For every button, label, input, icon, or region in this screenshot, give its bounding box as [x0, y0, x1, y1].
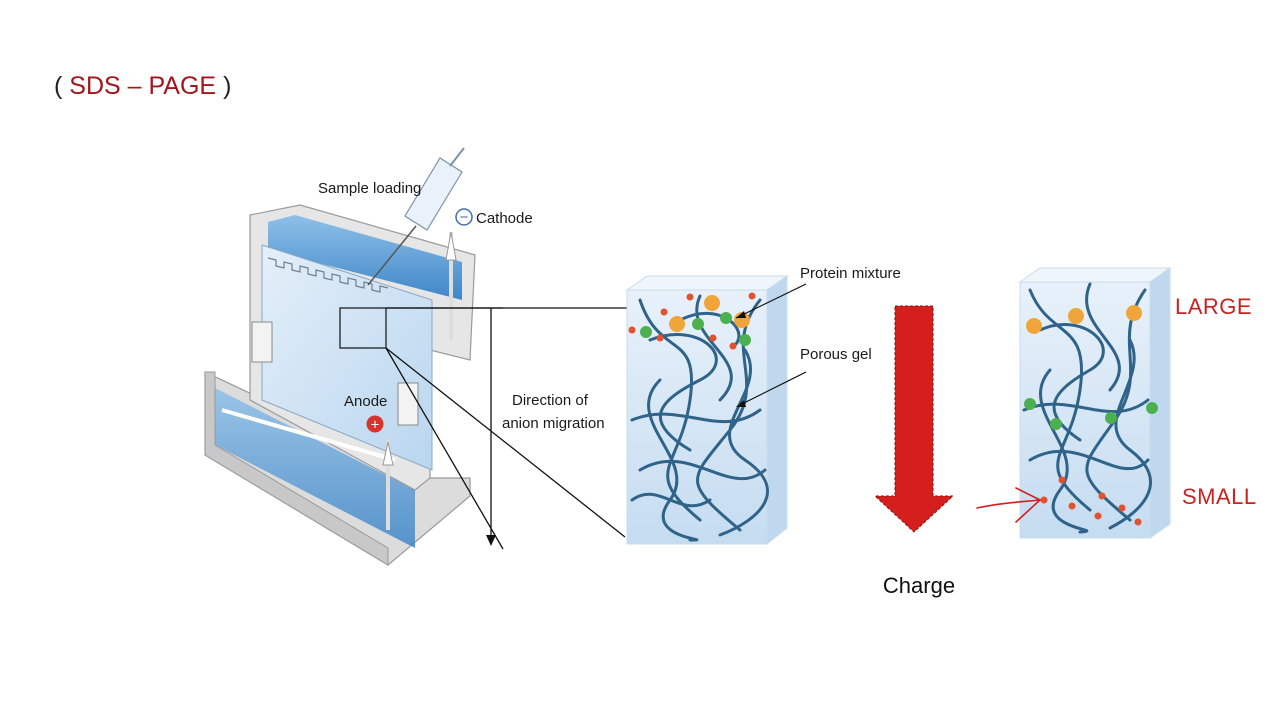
protein-mixture-pointer [735, 283, 807, 319]
gel-block-top [625, 275, 789, 291]
anode-tip [382, 441, 394, 466]
small-protein [729, 342, 737, 350]
cathode-label-group: − Cathode [455, 208, 533, 227]
small-protein [748, 292, 756, 300]
left-clamp [251, 321, 273, 363]
large-protein [734, 312, 750, 328]
small-protein [1094, 512, 1102, 520]
small-protein [656, 334, 664, 342]
medium-protein [1146, 402, 1158, 414]
large-protein [669, 316, 685, 332]
medium-protein [739, 334, 751, 346]
protein-mixture-label: Protein mixture [800, 265, 901, 282]
annotation-arrow [976, 487, 1042, 523]
medium-protein [1105, 412, 1117, 424]
gel-block-side [766, 275, 788, 546]
anode-wire [221, 408, 396, 462]
cathode-tip [445, 231, 457, 261]
minus-icon [455, 208, 473, 226]
large-label: LARGE [1175, 294, 1252, 319]
plus-icon [366, 415, 384, 433]
small-protein [1058, 476, 1066, 484]
charge-arrow [873, 305, 955, 533]
large-protein [704, 295, 720, 311]
cathode-symbol: − [460, 209, 469, 226]
medium-protein [692, 318, 704, 330]
direction-label-line1: Direction of [512, 392, 589, 409]
small-protein [1118, 504, 1126, 512]
zoom-line-bottom [385, 347, 626, 538]
small-protein [660, 308, 668, 316]
sample-loading-label: Sample loading [318, 180, 421, 197]
title-text: SDS – PAGE [69, 72, 217, 100]
large-protein [1068, 308, 1084, 324]
small-protein [1040, 496, 1048, 504]
right-clamp [397, 382, 419, 426]
porous-gel-pointer [737, 371, 807, 407]
electrophoresis-apparatus [204, 147, 476, 566]
charge-label: Charge [883, 573, 955, 598]
lower-tank-wall [204, 371, 389, 566]
small-label: SMALL [1182, 484, 1257, 509]
separated-gel-block [1018, 267, 1172, 539]
gel-block [625, 275, 789, 546]
slide-title: ( SDS – PAGE ) [54, 72, 231, 101]
large-protein [1126, 305, 1142, 321]
anode-label-group: Anode + [344, 393, 387, 434]
small-protein [1134, 518, 1142, 526]
upper-buffer [268, 215, 462, 300]
medium-protein [640, 326, 652, 338]
direction-arrow-head [486, 535, 496, 546]
large-protein [1026, 318, 1042, 334]
small-protein [709, 334, 717, 342]
lower-buffer [215, 388, 415, 548]
syringe [367, 147, 465, 286]
gel-fibers [630, 294, 769, 542]
cathode-label: Cathode [476, 210, 533, 227]
small-protein [628, 326, 636, 334]
medium-protein [1024, 398, 1036, 410]
comb-wells [267, 257, 389, 293]
medium-protein [1050, 418, 1062, 430]
anode-symbol: + [371, 417, 380, 434]
direction-label-line2: anion migration [502, 415, 605, 432]
zoom-box [339, 307, 387, 349]
medium-protein [720, 312, 732, 324]
protein-particles [628, 292, 756, 350]
small-protein [1068, 502, 1076, 510]
separated-particles [1024, 305, 1158, 526]
title-close-paren: ) [223, 72, 232, 100]
small-protein [686, 293, 694, 301]
porous-gel-label: Porous gel [800, 346, 872, 363]
anode-label: Anode [344, 393, 387, 410]
title-open-paren: ( [54, 72, 63, 100]
separated-gel-fibers [1022, 282, 1152, 534]
small-protein [1098, 492, 1106, 500]
